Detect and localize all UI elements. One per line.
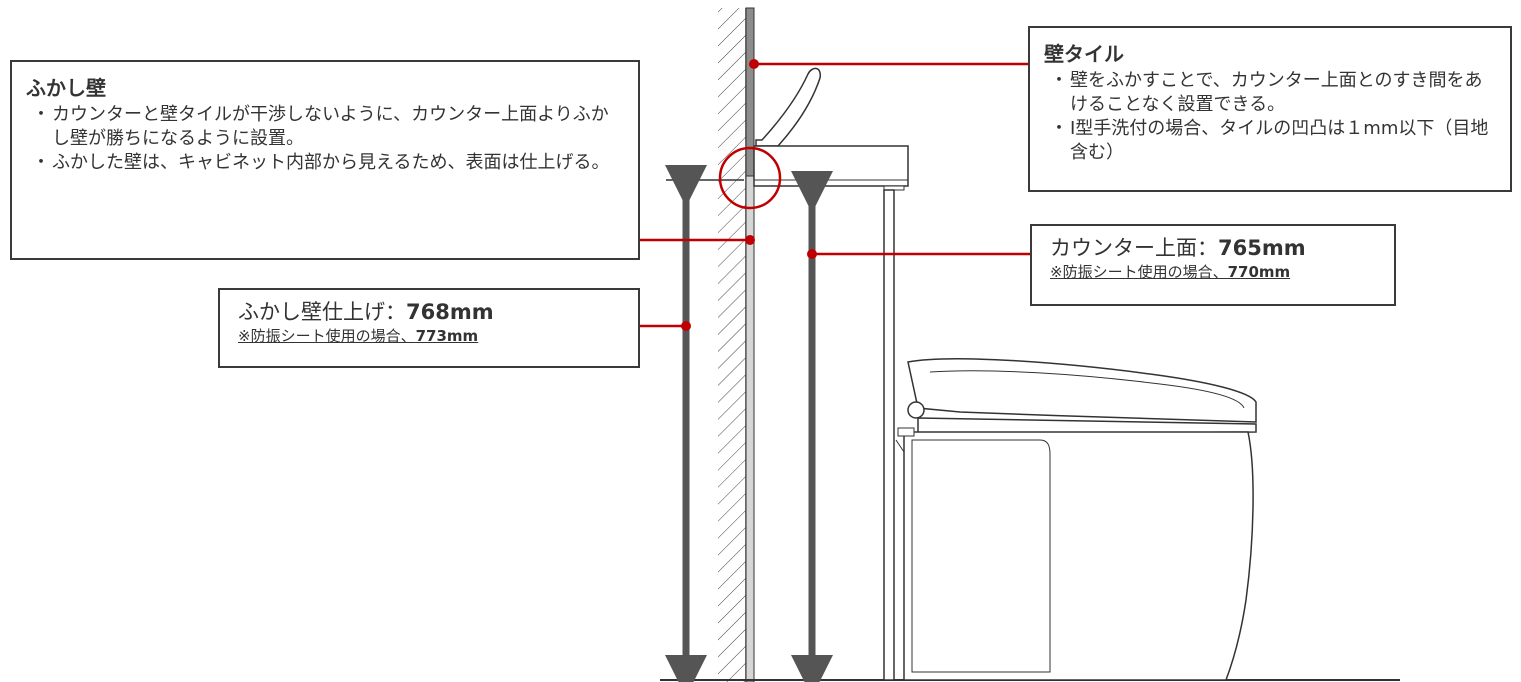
- dimension-fukashi-finish-note: ※防振シート使用の場合、773mm: [238, 326, 620, 346]
- dimension-counter-top-value: 765mm: [1218, 236, 1306, 260]
- dimension-counter-top-label: カウンター上面：: [1050, 236, 1218, 260]
- dimension-counter-top-note: ※防振シート使用の場合、770mm: [1050, 262, 1376, 282]
- callout-fukashi-wall: ふかし壁 カウンターと壁タイルが干渉しないように、カウンター上面よりふかし壁が勝…: [10, 60, 640, 260]
- callout-wall-tile-title: 壁タイル: [1044, 42, 1124, 66]
- dimension-counter-top: カウンター上面：765mm ※防振シート使用の場合、770mm: [1030, 224, 1396, 306]
- dimension-fukashi-finish-note-value: 773mm: [415, 327, 479, 345]
- dimension-fukashi-finish-main: ふかし壁仕上げ：768mm: [238, 298, 620, 326]
- callout-wall-tile-bullet-1: 壁をふかすことで、カウンター上面とのすき間をあけることなく設置できる。: [1044, 69, 1496, 117]
- wall-tile-layer: [745, 7, 755, 177]
- dimension-fukashi-finish: ふかし壁仕上げ：768mm ※防振シート使用の場合、773mm: [218, 288, 640, 368]
- interface-highlight-circle: [718, 146, 782, 210]
- dimension-counter-top-main: カウンター上面：765mm: [1050, 234, 1376, 262]
- leader-counter-top: [807, 249, 1030, 259]
- structural-wall: [718, 8, 747, 682]
- dimension-fukashi-finish-label: ふかし壁仕上げ：: [238, 300, 406, 324]
- callout-wall-tile-bullet-2: I型手洗付の場合、タイルの凹凸は１mm以下（目地含む）: [1044, 117, 1496, 165]
- fukashi-wall-layer: [745, 175, 755, 682]
- toilet: [895, 358, 1257, 681]
- leader-fukashi-finish: [640, 321, 691, 331]
- callout-wall-tile: 壁タイル 壁をふかすことで、カウンター上面とのすき間をあけることなく設置できる。…: [1028, 26, 1512, 192]
- faucet: [755, 67, 821, 147]
- dimension-fukashi-finish-value: 768mm: [406, 300, 494, 324]
- callout-fukashi-wall-bullet-1: カウンターと壁タイルが干渉しないように、カウンター上面よりふかし壁が勝ちになるよ…: [26, 103, 612, 151]
- callout-fukashi-wall-title: ふかし壁: [26, 76, 106, 100]
- leader-wall-tile: [749, 59, 1028, 69]
- dimension-counter-top-note-value: 770mm: [1227, 263, 1291, 281]
- dimension-fukashi-finish-note-prefix: ※防振シート使用の場合、: [238, 327, 416, 345]
- callout-fukashi-wall-bullet-2: ふかした壁は、キャビネット内部から見えるため、表面は仕上げる。: [26, 151, 632, 175]
- cabinet-panel: [883, 189, 895, 681]
- leader-fukashi-wall: [640, 235, 755, 245]
- dimension-counter-top-note-prefix: ※防振シート使用の場合、: [1050, 263, 1228, 281]
